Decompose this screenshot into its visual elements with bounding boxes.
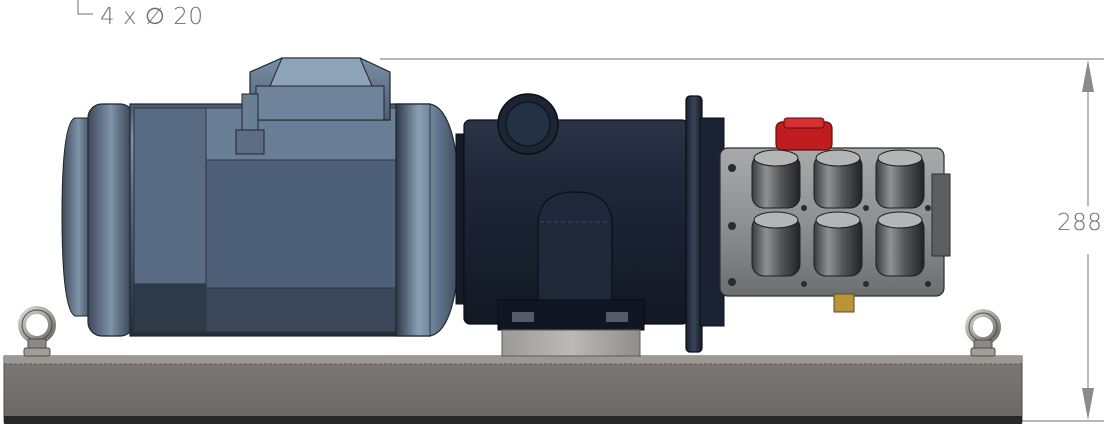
height-dimension-line <box>380 58 1104 422</box>
height-dimension-label: 288 <box>1057 210 1103 236</box>
dimension-arrow-bottom <box>1082 388 1094 420</box>
bell-housing-adapter <box>455 93 725 357</box>
dimension-arrow-top <box>1082 60 1094 92</box>
pump-cylinder <box>875 211 925 277</box>
base-frame <box>3 355 1023 424</box>
pump-cylinder <box>813 211 863 277</box>
pump-cylinder <box>751 149 801 209</box>
lifting-eye-left <box>18 306 56 357</box>
hole-callout-label: 4 x ∅ 20 <box>100 4 204 30</box>
electric-motor <box>61 57 461 337</box>
pump-cylinder <box>751 211 801 277</box>
pump-cylinder <box>875 149 925 209</box>
lifting-eye-right <box>965 309 1001 357</box>
plunger-pump <box>719 117 951 313</box>
hole-callout-leader <box>77 0 93 15</box>
pump-cylinder <box>813 149 863 209</box>
